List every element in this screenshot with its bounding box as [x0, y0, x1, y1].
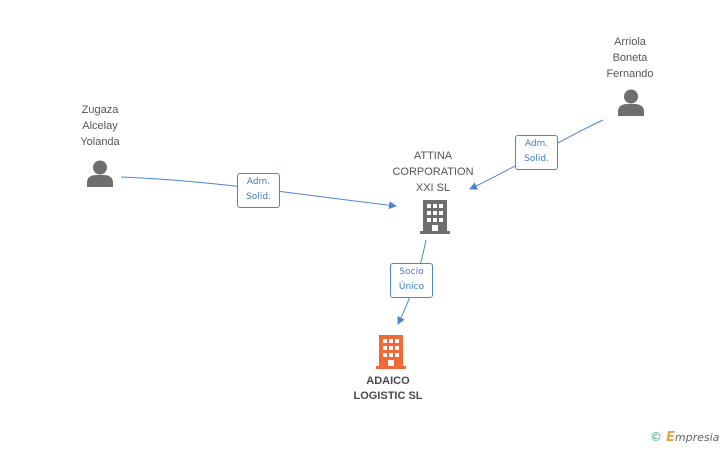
- empresia-logo: Empresia: [666, 430, 719, 445]
- node-label-attina[interactable]: ATTINA CORPORATION XXI SL: [392, 150, 474, 194]
- brand-initial: E: [666, 430, 675, 445]
- person-icon[interactable]: [87, 160, 113, 188]
- person-icon[interactable]: [618, 89, 644, 117]
- copyright-symbol: ©: [650, 430, 662, 444]
- brand-name: mpresia: [674, 431, 720, 444]
- node-label-zugaza[interactable]: Zugaza Alcelay Yolanda: [80, 104, 120, 148]
- edge-label-attina-adaico: Socio Único: [390, 263, 433, 298]
- building-icon-highlighted[interactable]: [376, 335, 406, 369]
- node-label-arriola[interactable]: Arriola Boneta Fernando: [606, 36, 654, 80]
- edge-label-arriola-attina: Adm. Solid.: [515, 135, 558, 170]
- node-label-adaico[interactable]: ADAICO LOGISTIC SL: [353, 375, 423, 402]
- building-icon[interactable]: [420, 200, 450, 234]
- edge-label-zugaza-attina: Adm. Solid.: [237, 173, 280, 208]
